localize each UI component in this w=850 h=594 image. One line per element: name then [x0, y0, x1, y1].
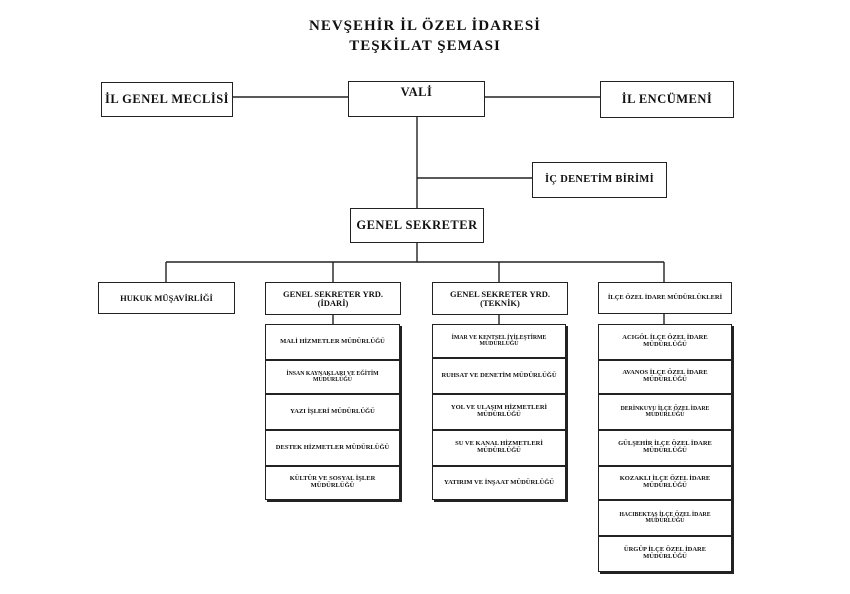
- teknik-unit-box: RUHSAT VE DENETİM MÜDÜRLÜĞÜ: [432, 358, 566, 394]
- ilce-unit-box: HACIBEKTAŞ İLÇE ÖZEL İDARE MÜDÜRLÜĞÜ: [598, 500, 732, 536]
- teknik-unit-label: İMAR VE KENTSEL İYİLEŞTİRME MÜDÜRLÜĞÜ: [451, 334, 547, 347]
- idari-unit-box: YAZI İŞLERİ MÜDÜRLÜĞÜ: [265, 394, 400, 430]
- teknik-unit-box: YOL VE ULAŞIM HİZMETLERİ MÜDÜRLÜĞÜ: [432, 394, 566, 430]
- teknik-unit-box: SU VE KANAL HİZMETLERİ MÜDÜRLÜĞÜ: [432, 430, 566, 466]
- ilce-unit-box: AVANOS İLÇE ÖZEL İDARE MÜDÜRLÜĞÜ: [598, 360, 732, 394]
- ilce-unit-label: ACIGÖL İLÇE ÖZEL İDARE MÜDÜRLÜĞÜ: [622, 334, 708, 348]
- ilce-unit-box: ACIGÖL İLÇE ÖZEL İDARE MÜDÜRLÜĞÜ: [598, 324, 732, 360]
- teknik-unit-box: İMAR VE KENTSEL İYİLEŞTİRME MÜDÜRLÜĞÜ: [432, 324, 566, 358]
- ilce-unit-box: DERİNKUYU İLÇE ÖZEL İDARE MÜDÜRLÜĞÜ: [598, 394, 732, 430]
- teknik-unit-label: SU VE KANAL HİZMETLERİ MÜDÜRLÜĞÜ: [455, 440, 543, 454]
- teknik-unit-label: RUHSAT VE DENETİM MÜDÜRLÜĞÜ: [441, 371, 557, 379]
- il-encumeni-box: İL ENCÜMENİ: [600, 81, 734, 118]
- idari-unit-label: DESTEK HİZMETLER MÜDÜRLÜĞÜ: [275, 443, 390, 451]
- ilce-unit-box: GÜLŞEHİR İLÇE ÖZEL İDARE MÜDÜRLÜĞÜ: [598, 430, 732, 466]
- idari-unit-box: KÜLTÜR VE SOSYAL İŞLER MÜDÜRLÜĞÜ: [265, 466, 400, 500]
- ilce-unit-label: GÜLŞEHİR İLÇE ÖZEL İDARE MÜDÜRLÜĞÜ: [618, 440, 712, 454]
- ilce-unit-box: ÜRGÜP İLÇE ÖZEL İDARE MÜDÜRLÜĞÜ: [598, 536, 732, 572]
- idari-unit-label: YAZI İŞLERİ MÜDÜRLÜĞÜ: [290, 407, 375, 415]
- chart-title-line2: TEŞKİLAT ŞEMASI: [349, 38, 501, 54]
- hukuk-box: HUKUK MÜŞAVİRLİĞİ: [98, 282, 235, 314]
- ilce-unit-box: KOZAKLI İLÇE ÖZEL İDARE MÜDÜRLÜĞÜ: [598, 466, 732, 500]
- il-genel-meclisi-box: İL GENEL MECLİSİ: [101, 82, 233, 117]
- ilce-ozel-box: İLÇE ÖZEL İDARE MÜDÜRLÜKLERİ: [598, 282, 732, 314]
- teknik-unit-box: YATIRIM VE İNŞAAT MÜDÜRLÜĞÜ: [432, 466, 566, 500]
- gsy-teknik-label: GENEL SEKRETER YRD. (TEKNİK): [449, 288, 551, 308]
- gsy-teknik-box: GENEL SEKRETER YRD. (TEKNİK): [432, 282, 568, 315]
- ic-denetim-label: İÇ DENETİM BİRİMİ: [545, 174, 654, 186]
- ic-denetim-box: İÇ DENETİM BİRİMİ: [532, 162, 667, 198]
- idari-unit-box: İNSAN KAYNAKLARI VE EĞİTİM MÜDÜRLÜĞÜ: [265, 360, 400, 394]
- genel-sekreter-box: GENEL SEKRETER: [350, 208, 484, 243]
- ilce-unit-label: ÜRGÜP İLÇE ÖZEL İDARE MÜDÜRLÜĞÜ: [623, 546, 707, 560]
- gsy-idari-label: GENEL SEKRETER YRD. (İDARİ): [282, 288, 384, 308]
- gsy-idari-box: GENEL SEKRETER YRD. (İDARİ): [265, 282, 401, 315]
- teknik-unit-label: YATIRIM VE İNŞAAT MÜDÜRLÜĞÜ: [444, 478, 554, 486]
- il-encumeni-label: İL ENCÜMENİ: [621, 91, 713, 106]
- vali-label: VALİ: [400, 85, 433, 99]
- idari-unit-label: MALİ HİZMETLER MÜDÜRLÜĞÜ: [280, 337, 385, 345]
- il-genel-meclisi-label: İL GENEL MECLİSİ: [105, 91, 230, 106]
- ilce-unit-label: DERİNKUYU İLÇE ÖZEL İDARE MÜDÜRLÜĞÜ: [620, 405, 710, 418]
- idari-unit-box: MALİ HİZMETLER MÜDÜRLÜĞÜ: [265, 324, 400, 360]
- teknik-unit-label: YOL VE ULAŞIM HİZMETLERİ MÜDÜRLÜĞÜ: [450, 404, 548, 418]
- idari-unit-label: İNSAN KAYNAKLARI VE EĞİTİM MÜDÜRLÜĞÜ: [286, 370, 379, 383]
- chart-title-line1: NEVŞEHİR İL ÖZEL İDARESİ: [309, 18, 541, 34]
- idari-unit-label: KÜLTÜR VE SOSYAL İŞLER MÜDÜRLÜĞÜ: [289, 475, 376, 489]
- idari-unit-box: DESTEK HİZMETLER MÜDÜRLÜĞÜ: [265, 430, 400, 466]
- vali-box: VALİ: [348, 81, 485, 117]
- genel-sekreter-label: GENEL SEKRETER: [356, 217, 478, 232]
- ilce-unit-label: AVANOS İLÇE ÖZEL İDARE MÜDÜRLÜĞÜ: [622, 369, 708, 383]
- hukuk-label: HUKUK MÜŞAVİRLİĞİ: [120, 292, 213, 303]
- ilce-ozel-label: İLÇE ÖZEL İDARE MÜDÜRLÜKLERİ: [607, 293, 723, 301]
- ilce-unit-label: HACIBEKTAŞ İLÇE ÖZEL İDARE MÜDÜRLÜĞÜ: [619, 511, 711, 524]
- ilce-unit-label: KOZAKLI İLÇE ÖZEL İDARE MÜDÜRLÜĞÜ: [619, 475, 711, 489]
